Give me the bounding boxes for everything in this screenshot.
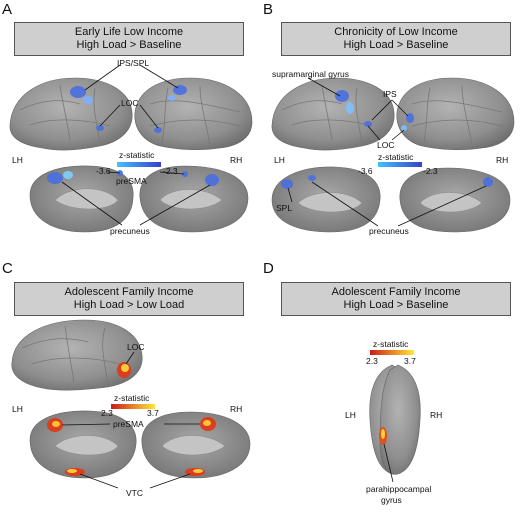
panel-c-vtc-label: VTC — [126, 488, 143, 498]
panel-a-title-line2: High Load > Baseline — [76, 39, 182, 51]
panel-a-lh-label: LH — [12, 155, 23, 165]
panel-d-tick-low: 2.3 — [366, 356, 378, 366]
panel-b-precuneus-label: precuneus — [369, 226, 409, 236]
panel-b-rh-label: RH — [496, 155, 509, 165]
panel-a-tick-low: -3.6 — [96, 166, 111, 176]
panel-d-title-box: Adolescent Family Income High Load > Bas… — [281, 282, 511, 316]
panel-c-title-line2: High Load > Low Load — [73, 299, 185, 311]
panel-b-loc-label: LOC — [377, 140, 395, 150]
panel-c-colorbar — [111, 404, 155, 409]
panel-c-title-box: Adolescent Family Income High Load > Low… — [14, 282, 244, 316]
panel-b-cbar-title: z-statistic — [378, 152, 414, 162]
panel-a-colorbar — [117, 162, 161, 167]
panel-d-title-line2: High Load > Baseline — [343, 299, 449, 311]
panel-a-letter: A — [2, 1, 13, 18]
panel-b-title-line1: Chronicity of Low Income — [334, 26, 458, 38]
panel-a-cbar-title: z-statistic — [119, 150, 155, 160]
panel-b-brains — [271, 77, 515, 233]
panel-d-cbar-title: z-statistic — [373, 339, 409, 349]
panel-d-title-line1: Adolescent Family Income — [331, 286, 461, 298]
panel-c-letter: C — [2, 260, 13, 277]
panel-b-tick-high: -2.3 — [423, 166, 438, 176]
panel-a-tick-high: -2.3 — [163, 166, 178, 176]
panel-a-precuneus-label: precuneus — [110, 226, 150, 236]
panel-d-php-label-line1: parahippocampal — [366, 484, 432, 494]
panel-b-tick-low: -3.6 — [358, 166, 373, 176]
panel-d-lh-label: LH — [345, 410, 356, 420]
panel-a-rh-label: RH — [230, 155, 243, 165]
panel-a-presma-label: preSMA — [116, 176, 147, 186]
panel-c-title-line1: Adolescent Family Income — [64, 286, 194, 298]
panel-b-smg-label: supramarginal gyrus — [272, 69, 350, 79]
panel-c-lh-label: LH — [12, 404, 23, 414]
panel-d-tick-high: 3.7 — [404, 356, 416, 366]
panel-b-title-box: Chronicity of Low Income High Load > Bas… — [281, 22, 511, 56]
panel-b-ips-label: IPS — [383, 89, 397, 99]
panel-c-presma-label: preSMA — [113, 419, 144, 429]
panel-c-loc-label: LOC — [127, 342, 145, 352]
panel-a-title-line1: Early Life Low Income — [74, 26, 184, 38]
panel-b-colorbar — [378, 162, 422, 167]
panel-c-cbar-title: z-statistic — [114, 393, 150, 403]
panel-d-colorbar — [370, 350, 414, 355]
panel-a-brains — [9, 64, 253, 233]
panel-a-title-box: Early Life Low Income High Load > Baseli… — [14, 22, 244, 56]
panel-c-rh-label: RH — [230, 404, 243, 414]
panel-b-title-line2: High Load > Baseline — [343, 39, 449, 51]
panel-c-tick-low: 2.3 — [101, 408, 113, 418]
panel-d-php-label-line2: gyrus — [381, 495, 402, 505]
panel-d-rh-label: RH — [430, 410, 443, 420]
panel-c-tick-high: 3.7 — [147, 408, 159, 418]
panel-b-spl-label: SPL — [276, 203, 293, 213]
panel-a-loc-label: LOC — [121, 98, 139, 108]
panel-b-lh-label: LH — [274, 155, 285, 165]
panel-b-letter: B — [263, 1, 274, 18]
panel-c-brains — [11, 319, 251, 489]
panel-d-letter: D — [263, 260, 274, 277]
panel-a-ips-label: IPS/SPL — [117, 58, 150, 68]
panel-d-brains — [369, 364, 421, 483]
